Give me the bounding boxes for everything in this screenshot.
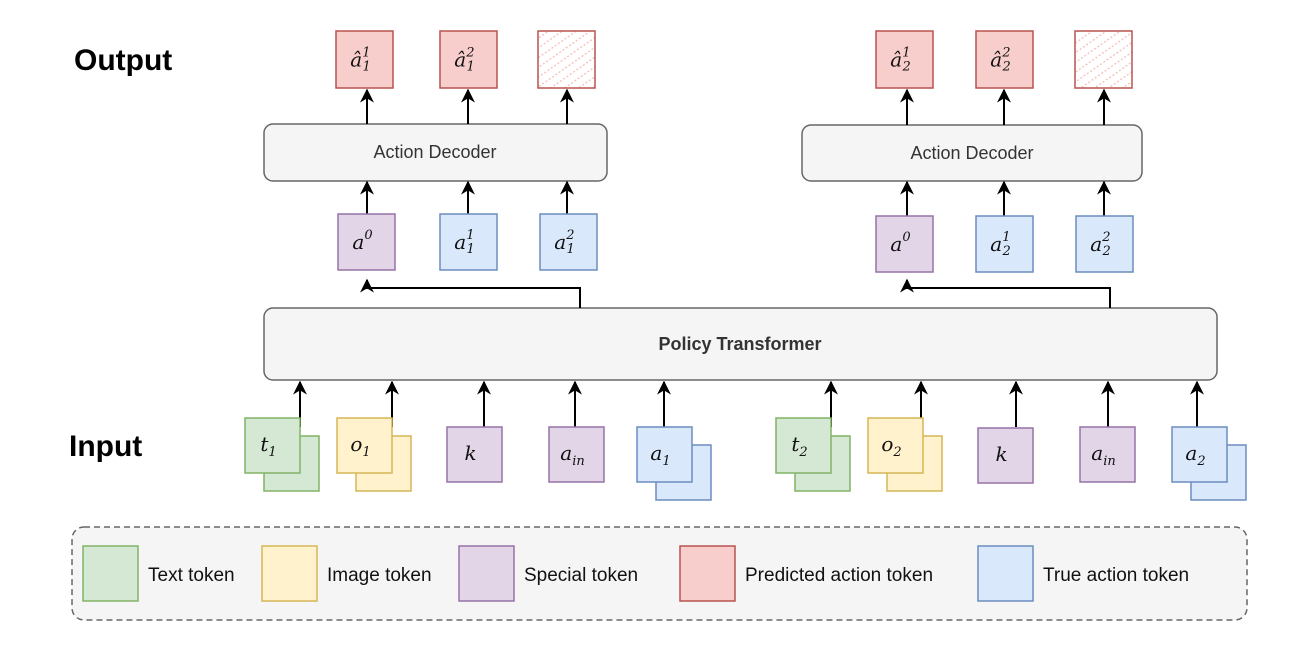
input-token-4: ain <box>548 426 605 483</box>
action-decoder-left-label: Action Decoder <box>373 142 496 162</box>
legend-swatch <box>679 545 736 602</box>
input-token-label: o2 <box>881 432 901 460</box>
special-token-left-0: a0 <box>337 213 396 271</box>
legend-swatch <box>82 545 139 602</box>
legend-item-1: Text token <box>82 545 235 602</box>
input-token-1: t1 <box>244 417 320 492</box>
legend-swatch <box>261 545 318 602</box>
connectors <box>293 88 1204 427</box>
input-token-label: o1 <box>350 432 370 460</box>
input-token-8: k <box>977 427 1034 484</box>
input-token-2: o1 <box>336 417 412 492</box>
action-decoder-left: Action Decoder <box>263 123 608 182</box>
decoder-input-label: a0 <box>890 230 910 256</box>
input-token-label: k <box>464 441 476 465</box>
input-token-label: ain <box>1091 441 1115 469</box>
input-label: Input <box>69 430 142 463</box>
input-token-9: ain <box>1079 426 1136 483</box>
action-decoder-right-label: Action Decoder <box>910 143 1033 163</box>
legend-label: Predicted action token <box>745 565 933 586</box>
legend-item-3: Special token <box>458 545 638 602</box>
legend-item-2: Image token <box>261 545 432 602</box>
legend-swatch <box>458 545 515 602</box>
decoder-input-label: a0 <box>352 228 372 254</box>
input-token-3: k <box>446 426 503 483</box>
special-token-right-0: a0 <box>875 215 934 273</box>
input-token-5: a1 <box>636 426 712 501</box>
output-label: Output <box>74 44 172 77</box>
input-token-6: t2 <box>775 417 851 492</box>
input-token-label: a2 <box>1185 441 1205 469</box>
input-tokens: t1 o1 k ain a1 t2 o2 k ain a2 <box>244 417 1247 501</box>
legend-item-4: Predicted action token <box>679 545 933 602</box>
input-token-10: a2 <box>1171 426 1247 501</box>
legend-item-5: True action token <box>977 545 1189 602</box>
predicted-action-token-right-3 <box>1074 30 1133 89</box>
legend-swatch <box>977 545 1034 602</box>
legend-label: Text token <box>148 565 235 586</box>
input-token-label: a1 <box>650 441 670 469</box>
policy-transformer: Policy Transformer <box>263 307 1218 381</box>
input-token-label: ain <box>560 441 584 469</box>
policy-transformer-label: Policy Transformer <box>658 334 821 354</box>
input-token-label: t1 <box>260 432 276 460</box>
input-token-label: k <box>995 442 1007 466</box>
input-token-7: o2 <box>867 417 943 492</box>
action-decoder-right: Action Decoder <box>801 124 1143 182</box>
legend-label: True action token <box>1043 565 1189 586</box>
legend-label: Image token <box>327 565 432 586</box>
legend: Text token Image token Special token Predic… <box>71 526 1248 621</box>
input-token-label: t2 <box>791 432 807 460</box>
predicted-action-token-left-3 <box>537 30 596 89</box>
legend-label: Special token <box>524 565 638 586</box>
